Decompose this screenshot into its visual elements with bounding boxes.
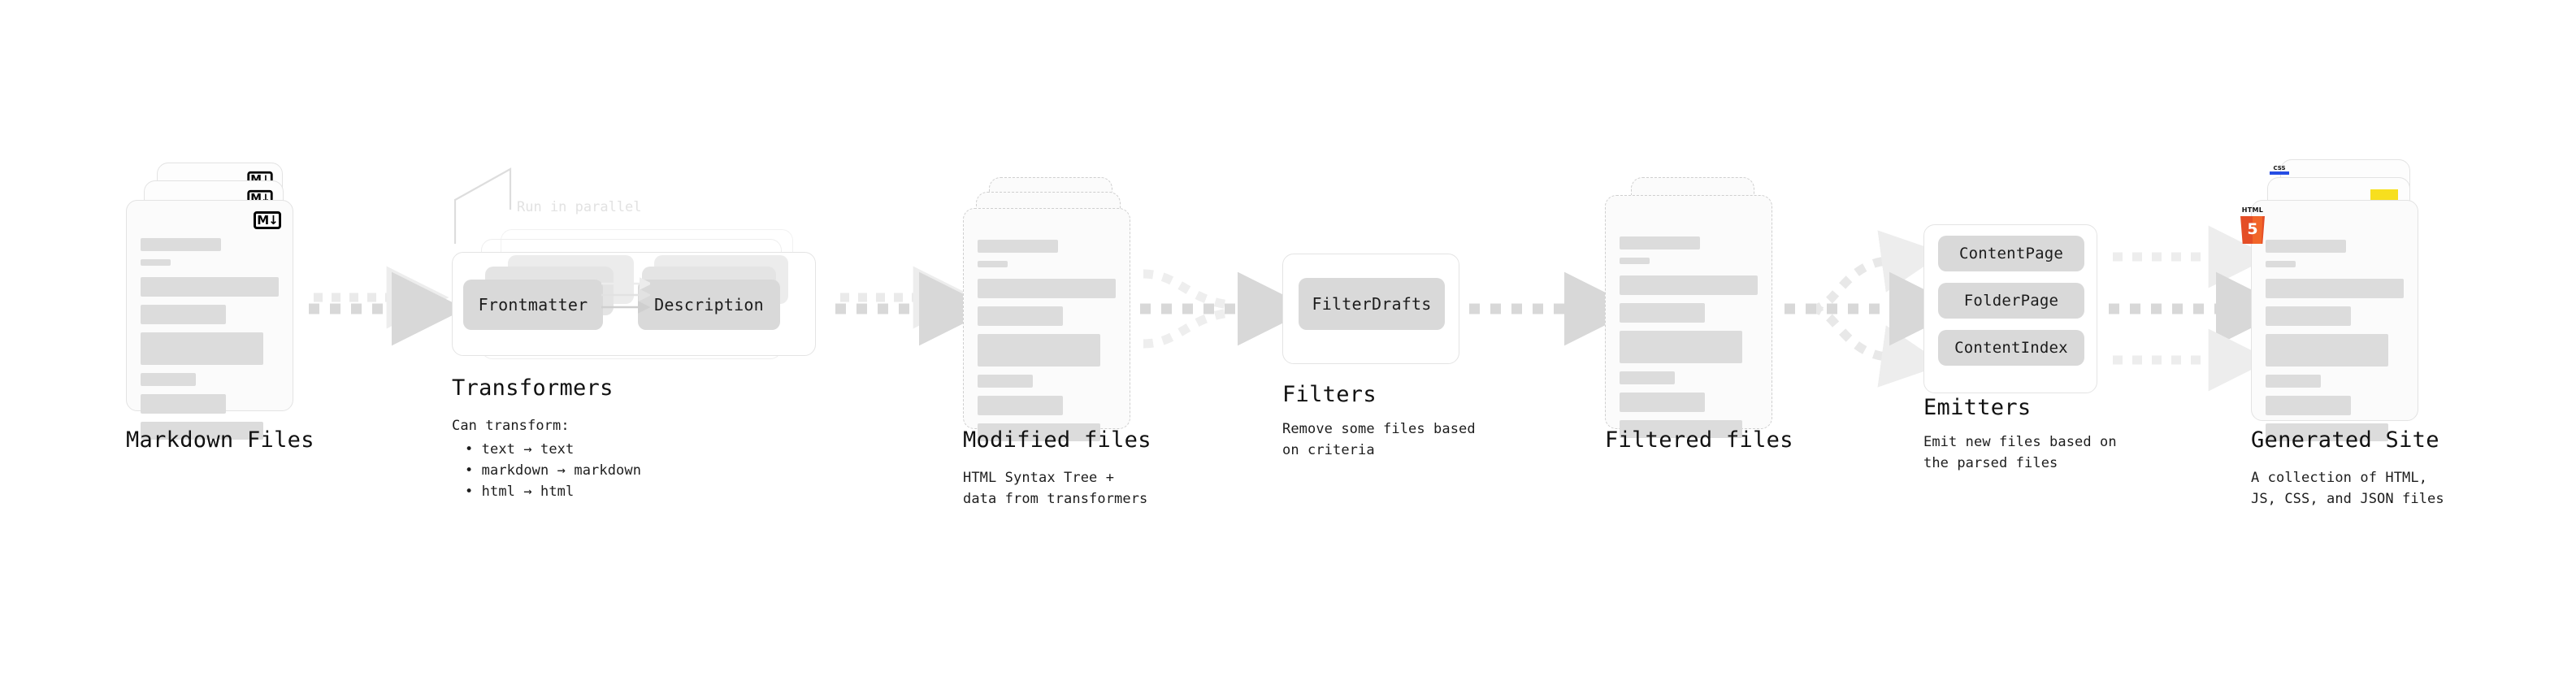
transformers-bullet-1: • markdown → markdown <box>465 462 642 479</box>
run-in-parallel-bracket <box>453 167 512 244</box>
generated-card-front-html: HTML 5 <box>2240 200 2418 441</box>
transformers-title: Transformers <box>452 375 614 401</box>
modified-card-front <box>963 208 1130 441</box>
run-in-parallel-label: Run in parallel <box>517 199 642 215</box>
html5-shield-inner <box>2253 216 2263 244</box>
markdown-files-stack: M↓ M↓ M↓ <box>126 163 313 440</box>
transformer-chip-description[interactable]: Description <box>638 280 780 330</box>
html5-icon-word: HTML <box>2241 206 2264 214</box>
arrow-markdown-to-transformers <box>309 266 466 346</box>
arrow-transformers-to-modified <box>835 266 993 346</box>
transformers-bullet-0: • text → text <box>465 441 575 458</box>
modified-placeholder-lines <box>978 240 1116 449</box>
markdown-placeholder-lines <box>141 238 279 448</box>
html5-icon: HTML 5 <box>2240 206 2265 244</box>
emitters-title: Emitters <box>1923 395 2032 420</box>
generated-site-stack: CSS HTML 5 <box>2240 159 2438 441</box>
modified-files-title: Modified files <box>963 427 1151 453</box>
filtered-card-front <box>1605 195 1772 438</box>
emitter-chip-contentpage[interactable]: ContentPage <box>1938 236 2084 271</box>
emitter-chip-folderpage[interactable]: FolderPage <box>1938 283 2084 319</box>
generated-site-subtitle: A collection of HTML, JS, CSS, and JSON … <box>2251 470 2444 507</box>
filtered-files-stack <box>1605 177 1792 438</box>
modified-files-subtitle: HTML Syntax Tree + data from transformer… <box>963 470 1148 507</box>
emitters-subtitle: Emit new files based on the parsed files <box>1923 434 2117 471</box>
markdown-card-front: M↓ <box>126 200 293 440</box>
emitter-chip-contentindex[interactable]: ContentIndex <box>1938 330 2084 366</box>
generated-placeholder-lines <box>2266 240 2404 449</box>
filtered-files-title: Filtered files <box>1605 427 1793 453</box>
css-icon: CSS <box>2270 165 2289 175</box>
html5-icon-number: 5 <box>2247 220 2258 238</box>
filters-title: Filters <box>1282 382 1377 407</box>
transformers-subtitle: Can transform: <box>452 418 570 434</box>
arrow-emitters-to-site <box>2109 225 2290 392</box>
markdown-files-title: Markdown Files <box>126 427 314 453</box>
css-icon-label: CSS <box>2273 165 2286 171</box>
arrow-filtered-to-emitters <box>1785 230 1963 388</box>
transformers-bullet-2: • html → html <box>465 484 575 500</box>
filtered-placeholder-lines <box>1620 236 1758 446</box>
transformer-inner-arrows <box>601 277 650 314</box>
generated-site-title: Generated Site <box>2251 427 2439 453</box>
filter-chip-filterdrafts[interactable]: FilterDrafts <box>1299 278 1445 330</box>
transformer-chip-frontmatter[interactable]: Frontmatter <box>463 280 603 330</box>
arrow-modified-to-filters <box>1140 269 1312 349</box>
markdown-icon: M↓ <box>254 211 281 229</box>
filters-subtitle: Remove some files based on criteria <box>1282 421 1476 458</box>
modified-files-stack <box>963 177 1150 441</box>
